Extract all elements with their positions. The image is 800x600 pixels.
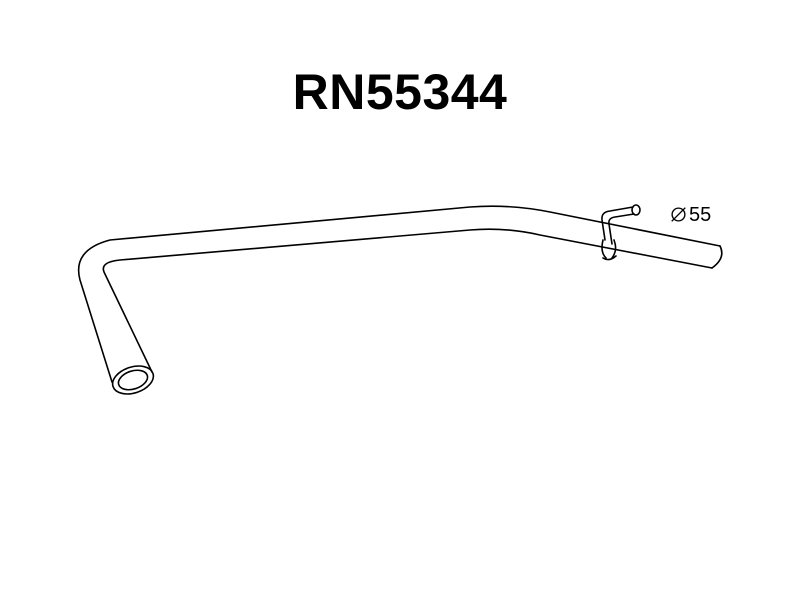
- pipe-upper-outline: [77, 205, 721, 383]
- pipe-lower-outline: [102, 228, 713, 373]
- pipe-left-opening-outer: [111, 365, 155, 395]
- hanger-clamp: [601, 239, 617, 261]
- part-number-title: RN55344: [292, 64, 508, 120]
- hanger-bracket: [601, 206, 634, 241]
- hanger-bracket-tip: [631, 204, 641, 216]
- pipe-left-opening-inner: [117, 369, 149, 391]
- diameter-dimension-label: 55: [670, 203, 711, 227]
- diameter-value: 55: [689, 204, 712, 226]
- hanger-bracket-inner: [608, 213, 635, 245]
- pipe-right-end: [711, 245, 723, 269]
- diameter-symbol-icon: [671, 207, 686, 222]
